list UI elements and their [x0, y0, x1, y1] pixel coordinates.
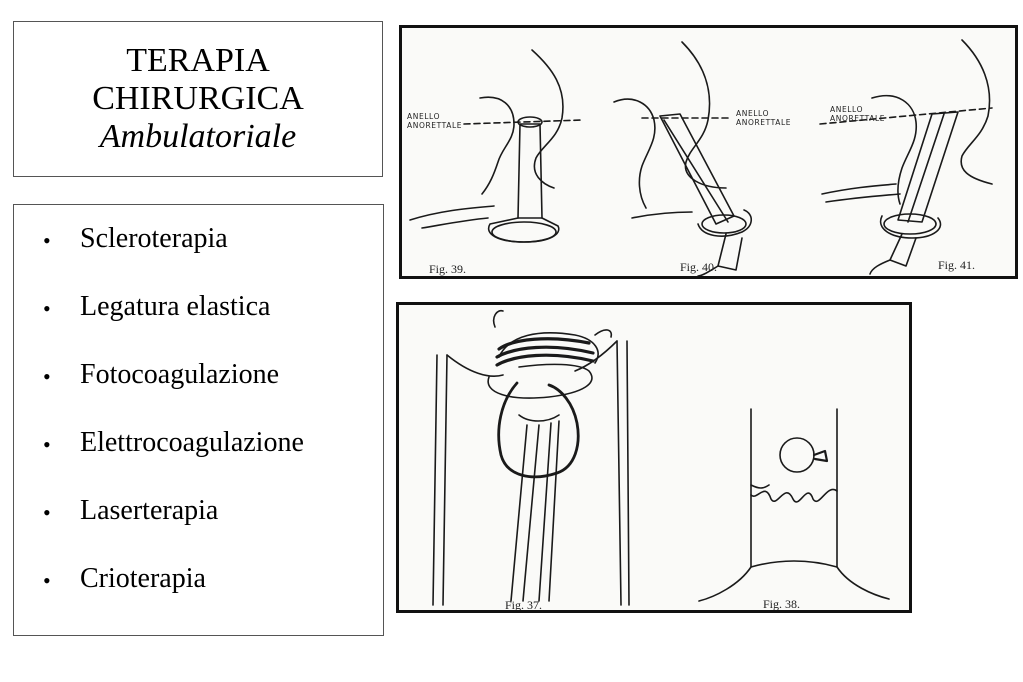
figure-panel-anoscopy: ANELLO ANORETTALE ANELLO ANORETTALE ANEL… — [399, 25, 1018, 279]
list-item-text: Crioterapia — [80, 563, 206, 594]
list-item: • Elettrocoagulazione — [14, 427, 383, 495]
figure-caption: Fig. 40. — [680, 260, 718, 274]
bullet-icon: • — [43, 364, 51, 389]
figure-panel-band-ligation: Fig. 37. Fig. 38. — [396, 302, 912, 613]
anorectal-ring-label-line-1: ANELLO — [830, 105, 864, 114]
anorectal-ring-label-line-2: ANORETTALE — [830, 113, 886, 123]
anorectal-ring-label-line-1: ANELLO — [407, 112, 441, 121]
list-item: • Crioterapia — [14, 563, 383, 631]
list-item-text: Laserterapia — [80, 495, 219, 526]
slide-title-line-2: CHIRURGICA — [92, 79, 304, 117]
anorectal-ring-label-line-2: ANORETTALE — [736, 117, 792, 127]
list-item-text: Scleroterapia — [80, 223, 228, 254]
therapy-list-box: • Scleroterapia • Legatura elastica • Fo… — [13, 204, 384, 636]
anorectal-ring-label: ANELLO ANORETTALE — [830, 105, 886, 123]
anorectal-ring-label-line-1: ANELLO — [736, 109, 770, 118]
figure-caption: Fig. 41. — [938, 258, 976, 272]
list-item: • Fotocoagulazione — [14, 359, 383, 427]
list-item-text: Fotocoagulazione — [80, 359, 280, 390]
band-ligation-illustration — [432, 309, 890, 606]
anorectal-ring-label: ANELLO ANORETTALE — [736, 109, 792, 127]
therapy-list: • Scleroterapia • Legatura elastica • Fo… — [14, 223, 383, 631]
list-item: • Legatura elastica — [14, 291, 383, 359]
list-item-text: Elettrocoagulazione — [80, 427, 304, 458]
list-item: • Scleroterapia — [14, 223, 383, 291]
anorectal-ring-label-line-2: ANORETTALE — [407, 120, 463, 130]
list-item: • Laserterapia — [14, 495, 383, 563]
bullet-icon: • — [43, 296, 51, 321]
bullet-icon: • — [43, 568, 51, 593]
bullet-icon: • — [43, 228, 51, 253]
anoscopy-illustration — [409, 39, 993, 276]
figure-caption: Fig. 37. — [505, 598, 543, 612]
bullet-icon: • — [43, 432, 51, 457]
figure-caption: Fig. 39. — [429, 262, 467, 276]
slide-subtitle: Ambulatoriale — [99, 118, 297, 156]
title-box: TERAPIA CHIRURGICA Ambulatoriale — [13, 21, 383, 177]
slide-title-line-1: TERAPIA — [126, 41, 270, 79]
figure-caption: Fig. 38. — [763, 597, 801, 611]
list-item-text: Legatura elastica — [80, 291, 271, 322]
anorectal-ring-label: ANELLO ANORETTALE — [407, 112, 463, 130]
bullet-icon: • — [43, 500, 51, 525]
